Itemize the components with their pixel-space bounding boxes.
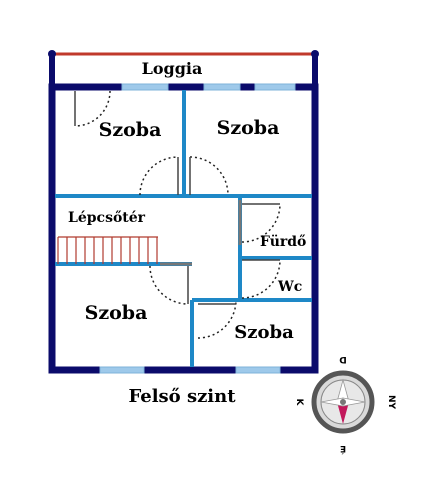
- label-bathroom: Fürdő: [260, 234, 306, 250]
- compass: D É K NY: [294, 354, 396, 455]
- window-top-3: [254, 83, 296, 91]
- window-top-1: [121, 83, 169, 91]
- compass-label-west: NY: [386, 395, 396, 410]
- label-room-bottom-left: Szoba: [85, 302, 148, 324]
- door-frames: [160, 200, 242, 266]
- compass-label-south: D: [339, 354, 346, 364]
- outer-wall: [48, 83, 319, 374]
- level-title: Felső szint: [128, 386, 236, 407]
- label-stairwell: Lépcsőtér: [68, 210, 146, 226]
- label-room-top-left: Szoba: [99, 119, 162, 141]
- label-room-top-right: Szoba: [217, 117, 280, 139]
- label-loggia: Loggia: [142, 59, 203, 78]
- window-bottom-1: [99, 366, 145, 374]
- label-wc: Wc: [277, 279, 302, 295]
- compass-label-east: K: [294, 399, 304, 407]
- window-top-2: [203, 83, 241, 91]
- compass-label-north: É: [340, 443, 346, 455]
- compass-needle-north: [337, 402, 349, 424]
- label-room-bottom-right: Szoba: [234, 322, 294, 343]
- door-swings: [74, 90, 281, 339]
- door-leaves: [74, 91, 280, 305]
- compass-pivot: [340, 399, 346, 405]
- window-bottom-2: [235, 366, 281, 374]
- staircase: [57, 236, 158, 264]
